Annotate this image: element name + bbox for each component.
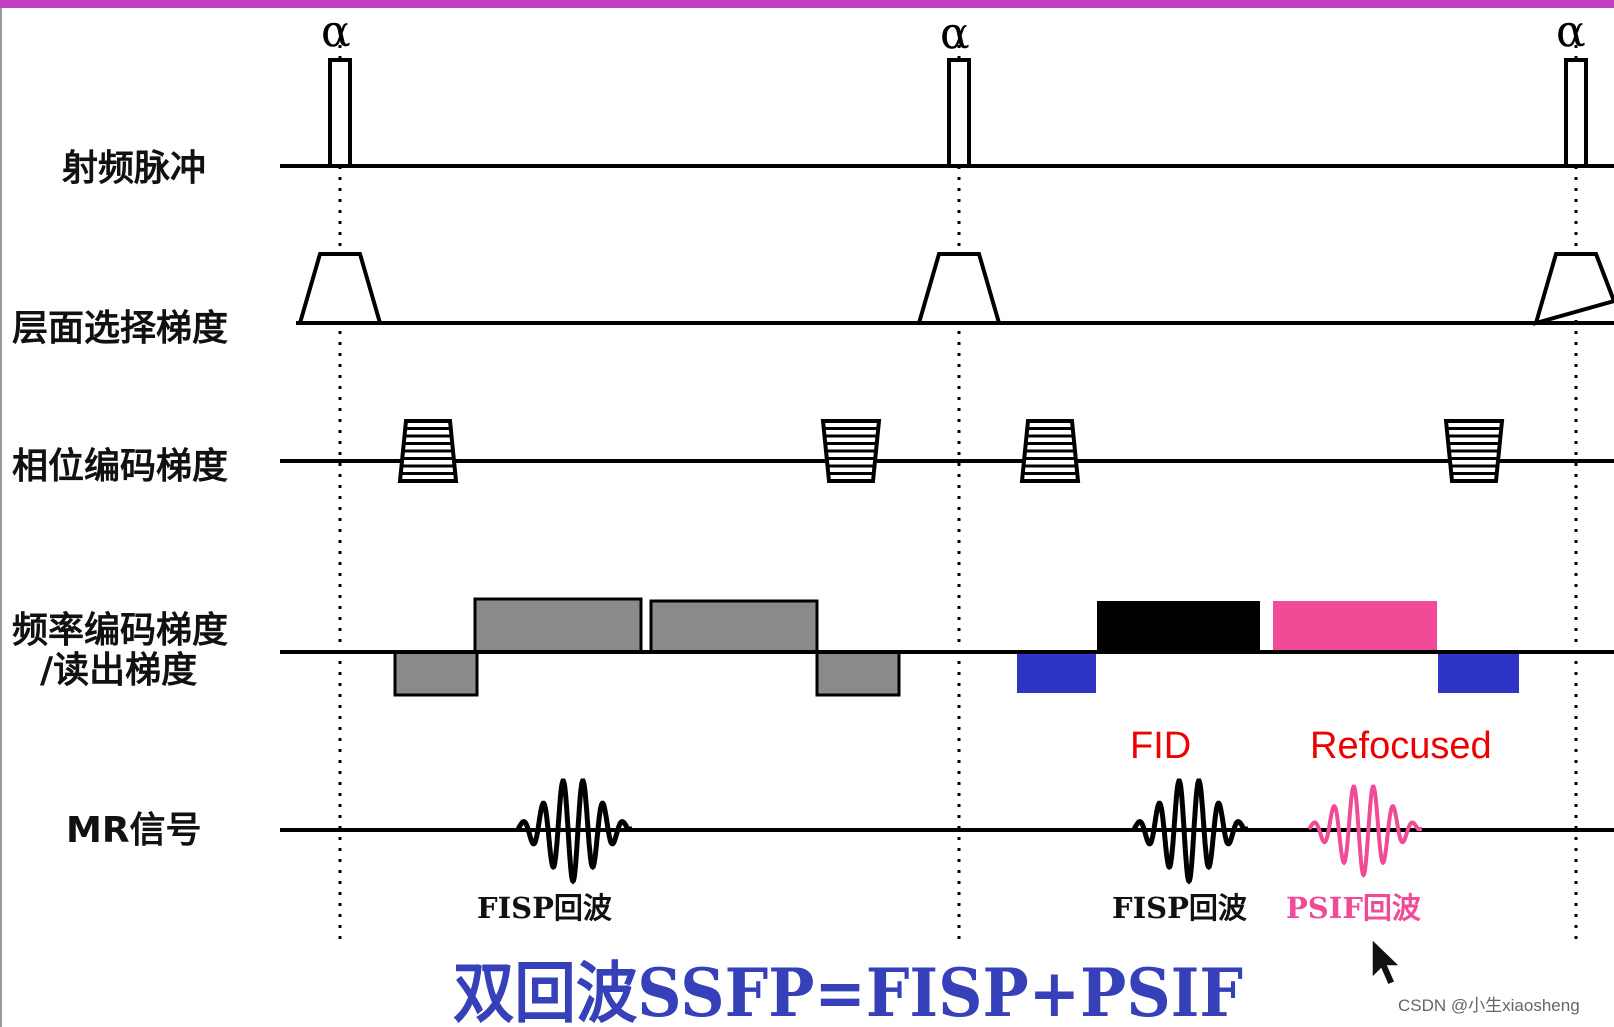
fisp-echo-1 (515, 778, 632, 885)
row-label-rf: 射频脉冲 (62, 148, 206, 189)
flip-angle-3: α (1556, 6, 1586, 57)
readout-fisp-lobe (1097, 601, 1260, 652)
flip-angle-1: α (321, 6, 351, 57)
mouse-cursor-icon (1371, 937, 1402, 986)
phase-table-3 (1019, 419, 1081, 483)
readout-lobe-1b (649, 599, 819, 654)
readout-rephase-2 (1438, 652, 1519, 693)
diagram-title: 双回波SSFP=FISP+PSIF (453, 954, 1243, 1027)
row-label-phase: 相位编码梯度 (12, 446, 228, 487)
slice-gradient-2 (916, 252, 1002, 325)
slice-gradient-3 (1533, 252, 1614, 326)
phase-row (280, 419, 1614, 483)
phase-table-2 (820, 419, 882, 483)
signal-row: FISP回波 FISP回波 PSIF回波 (280, 778, 1614, 925)
row-label-readout-2: /读出梯度 (40, 650, 197, 691)
psif-echo (1307, 784, 1422, 878)
psif-echo-label: PSIF回波 (1286, 891, 1422, 925)
readout-row (280, 597, 1614, 697)
fisp-echo-label-2: FISP回波 (1112, 891, 1248, 925)
fid-annotation: FID (1130, 725, 1191, 767)
flip-angle-2: α (940, 8, 970, 59)
row-label-readout-1: 频率编码梯度 (12, 610, 228, 651)
fisp-echo-label-1: FISP回波 (477, 891, 613, 925)
phase-table-1 (397, 419, 459, 483)
watermark: CSDN @小生xiaosheng (1398, 996, 1580, 1015)
fisp-echo-2 (1131, 778, 1248, 885)
readout-rephase-1 (815, 650, 901, 697)
phase-table-4 (1443, 419, 1505, 483)
slice-row (296, 252, 1614, 326)
rf-row: α α α (280, 6, 1614, 168)
readout-psif-lobe (1273, 601, 1437, 652)
readout-lobe-1a (473, 597, 643, 654)
readout-prephase-2 (1017, 652, 1096, 693)
slice-gradient-1 (297, 252, 383, 325)
rf-pulse-1: α (321, 6, 352, 168)
rf-pulse-2: α (940, 8, 971, 168)
readout-prephase-1 (393, 650, 479, 697)
row-label-signal: MR信号 (66, 810, 202, 851)
rf-pulse-3: α (1556, 6, 1588, 168)
row-label-slice: 层面选择梯度 (12, 308, 228, 349)
refocused-annotation: Refocused (1310, 725, 1492, 767)
top-border (0, 0, 1614, 8)
